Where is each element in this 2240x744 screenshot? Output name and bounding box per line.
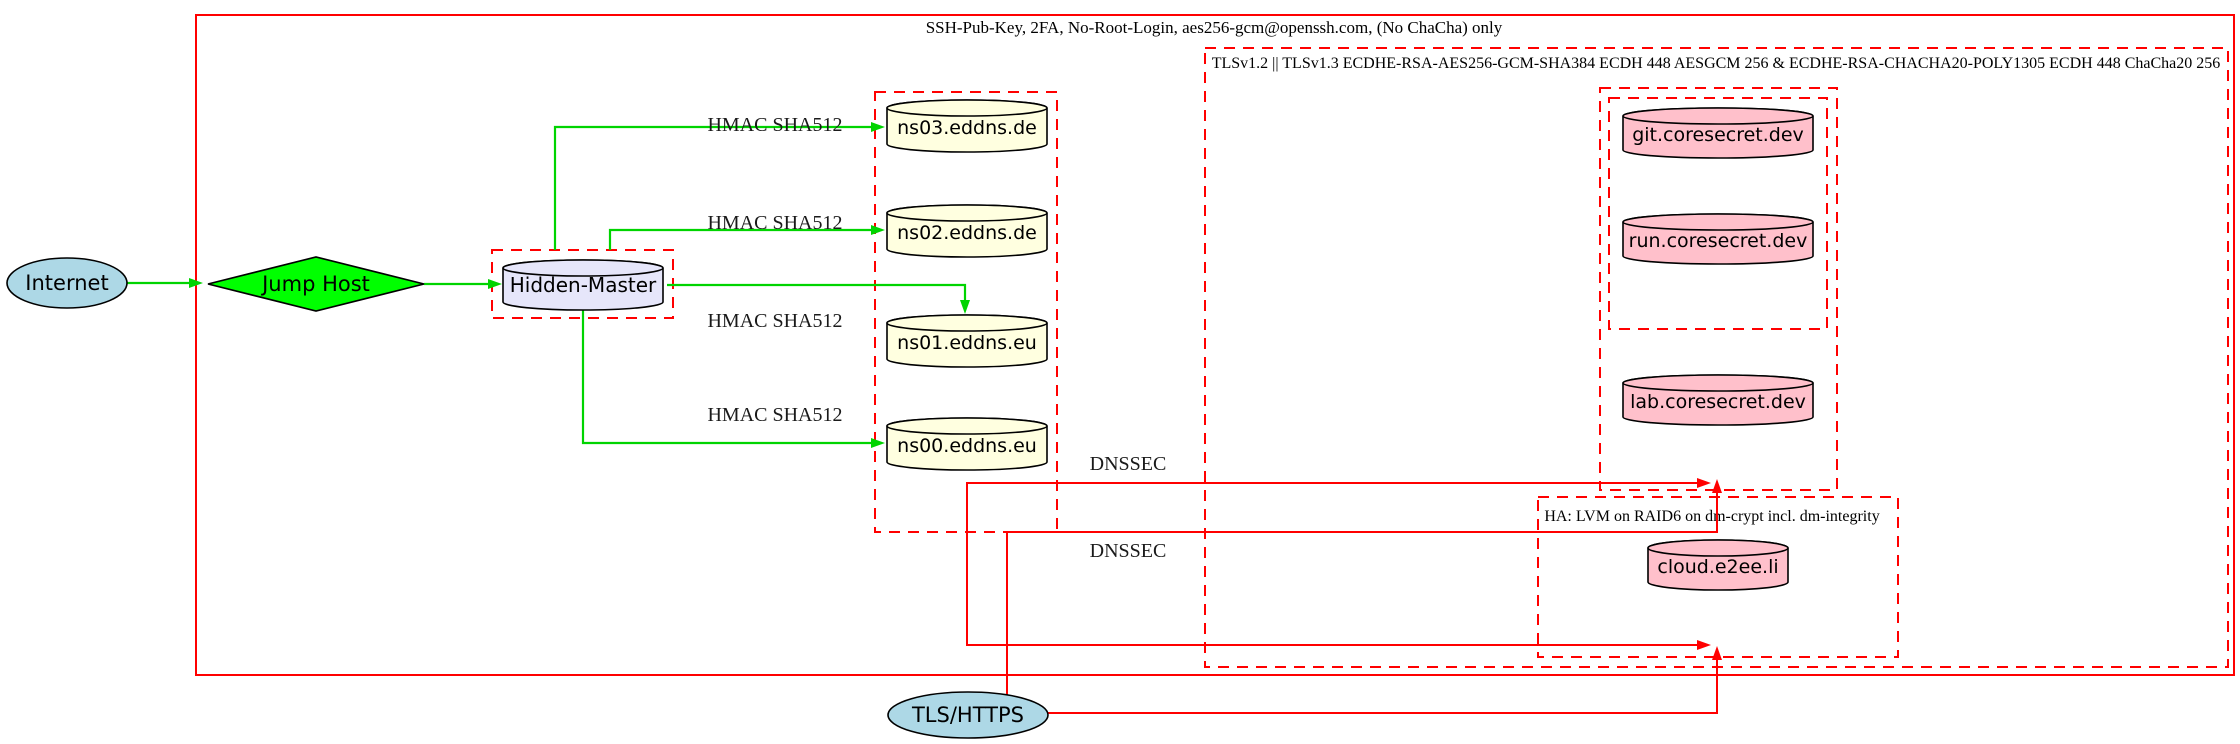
edge-hiddenmaster-to-ns00 [581,310,872,445]
edge-label-hmac-1: HMAC SHA512 [707,114,842,136]
node-tls-https-label: TLS/HTTPS [911,703,1024,727]
git-cylinder-top [1622,107,1814,125]
tls-https-ellipse [887,691,1049,739]
edge-ns-cluster-to-dev-cluster [966,482,1698,532]
edge-label-dnssec-2: DNSSEC [1090,540,1167,562]
node-git: git.coresecret.dev [1622,107,1814,159]
node-hidden-master: Hidden-Master [502,259,664,311]
node-internet-label: Internet [25,271,108,295]
edge-tls-to-ha-cluster [1047,659,1718,714]
arrowhead-tls-to-dev [1712,479,1722,493]
node-ns00: ns00.eddns.eu [886,417,1048,471]
node-hidden-master-label: Hidden-Master [510,273,657,297]
cluster-dev-inner-rect [1608,97,1828,330]
arrowhead-ns-to-ha [1697,640,1711,650]
hidden-master-cylinder-top [502,259,664,277]
node-run-label: run.coresecret.dev [1629,230,1808,252]
node-cloud: cloud.e2ee.li [1647,539,1789,591]
arrowhead-ns03 [871,122,885,132]
ns02-cylinder-top [886,204,1048,222]
arrowhead-ns00 [871,438,885,448]
arrowhead-jumphost-to-hiddenmaster [488,279,502,289]
ns01-cylinder-top [886,314,1048,332]
node-ns01-label: ns01.eddns.eu [897,332,1037,354]
lab-cylinder-top [1622,374,1814,392]
cluster-ssh-label: SSH-Pub-Key, 2FA, No-Root-Login, aes256-… [926,18,1503,37]
run-cylinder-top [1622,213,1814,231]
edge-hiddenmaster-to-ns02 [608,228,872,250]
internet-ellipse [6,257,128,309]
node-tls-https: TLS/HTTPS [887,691,1049,739]
ns03-cylinder-top [886,99,1048,117]
node-internet: Internet [6,257,128,309]
node-jump-host: Jump Host [207,256,425,312]
node-jump-host-label: Jump Host [260,272,370,296]
arrowhead-tls-to-ha [1712,646,1722,660]
node-git-label: git.coresecret.dev [1632,124,1804,146]
arrowhead-ns01 [960,300,970,314]
node-lab-label: lab.coresecret.dev [1630,391,1806,413]
cluster-dev-rect [1599,87,1838,491]
node-ns02: ns02.eddns.de [886,204,1048,258]
edge-hiddenmaster-to-ns03 [553,125,872,250]
edge-label-hmac-3: HMAC SHA512 [707,310,842,332]
ns00-cylinder-top [886,417,1048,435]
arrowhead-ns02 [871,225,885,235]
node-ns03: ns03.eddns.de [886,99,1048,153]
edge-label-hmac-4: HMAC SHA512 [707,404,842,426]
cluster-ssh-rect [195,14,2235,676]
cluster-tls-label: TLSv1.2 || TLSv1.3 ECDHE-RSA-AES256-GCM-… [1212,55,2221,72]
edge-label-hmac-2: HMAC SHA512 [707,212,842,234]
edge-hiddenmaster-to-ns01 [667,283,967,302]
arrowhead-internet-to-jumphost [189,278,203,288]
node-ns03-label: ns03.eddns.de [897,117,1037,139]
node-run: run.coresecret.dev [1622,213,1814,265]
jump-host-diamond [207,256,425,312]
cloud-cylinder-top [1647,539,1789,557]
edge-tls-to-dev-cluster [1006,492,1718,695]
node-ns02-label: ns02.eddns.de [897,222,1037,244]
cluster-ha-label: HA: LVM on RAID6 on dm-crypt incl. dm-in… [1544,508,1879,525]
node-ns01: ns01.eddns.eu [886,314,1048,368]
node-cloud-label: cloud.e2ee.li [1657,556,1778,578]
edge-ns-cluster-to-ha-cluster [966,532,1698,646]
node-lab: lab.coresecret.dev [1622,374,1814,426]
arrowhead-ns-to-dev [1697,478,1711,488]
edge-label-dnssec-1: DNSSEC [1090,453,1167,475]
node-ns00-label: ns00.eddns.eu [897,435,1037,457]
